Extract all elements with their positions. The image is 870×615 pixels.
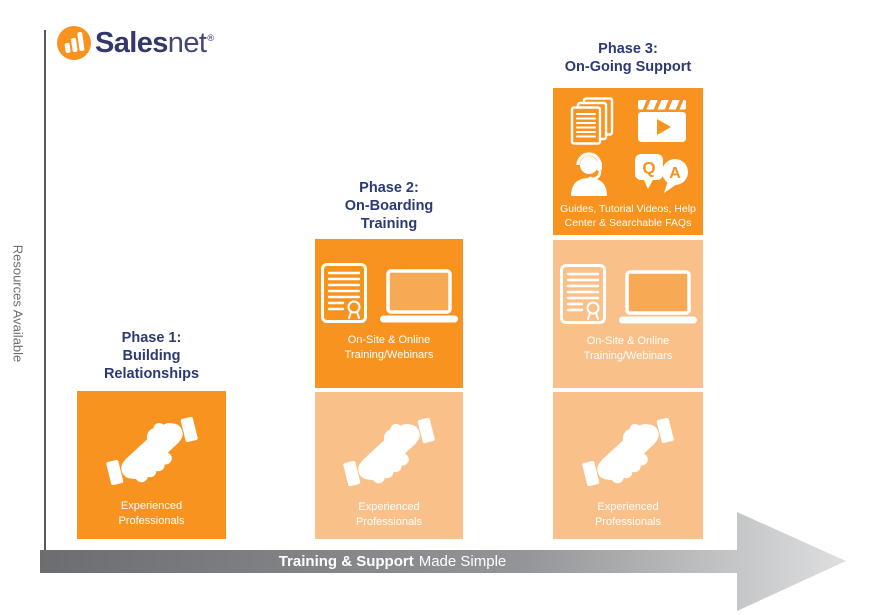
certificate-document-icon <box>320 263 367 323</box>
laptop-icon <box>379 269 458 323</box>
documents-stack-icon <box>570 97 614 145</box>
block-caption: On-Site & Online Training/Webinars <box>344 334 434 361</box>
y-axis-line <box>44 30 46 552</box>
phase-3-block-support-resources: Q A Guides, Tutorial Videos, Help Center… <box>553 88 703 235</box>
certificate-document-icon <box>559 264 606 324</box>
block-caption: Experienced Professionals <box>118 500 185 527</box>
logo-word-net: net <box>167 26 207 59</box>
qa-bubbles-icon: Q A <box>635 154 688 193</box>
logo-wordmark: Salesnet® <box>95 26 214 60</box>
tutorial-video-icon <box>638 100 686 142</box>
svg-text:A: A <box>669 165 681 182</box>
laptop-icon <box>618 270 697 324</box>
phase-2-title-line: Phase 2: <box>359 180 419 196</box>
phase-1-title-line: Phase 1: <box>121 330 182 346</box>
phase-2-title-line: Training <box>360 216 418 232</box>
x-axis-label: Training & Support Made Simple <box>45 549 740 573</box>
x-axis-label-regular: Made Simple <box>418 552 507 570</box>
phase-1-title-line: Building <box>122 348 181 364</box>
phase-2-block-training: On-Site & Online Training/Webinars <box>315 239 463 388</box>
phase-3-title: Phase 3: On-Going Support <box>543 40 713 76</box>
phase-1-block-experienced-professionals: Experienced Professionals <box>77 391 226 539</box>
phase-3-title-line: Phase 3: <box>598 41 658 57</box>
registered-mark: ® <box>207 32 214 43</box>
x-axis-arrow <box>40 512 846 611</box>
block-caption: Experienced Professionals <box>355 501 423 528</box>
block-caption: Guides, Tutorial Videos, Help Center & S… <box>560 203 696 229</box>
support-headset-icon <box>569 152 609 196</box>
salesnet-logo: Salesnet® <box>56 25 214 61</box>
block-caption: On-Site & Online Training/Webinars <box>583 335 673 362</box>
phase-1-title: Phase 1: Building Relationships <box>67 329 236 383</box>
block-caption: Experienced Professionals <box>594 501 662 528</box>
phase-2-title: Phase 2: On-Boarding Training <box>305 179 473 233</box>
handshake-icon <box>341 414 437 490</box>
phase-3-title-line: On-Going Support <box>564 59 692 75</box>
handshake-icon <box>104 413 200 489</box>
x-axis-label-bold: Training & Support <box>278 552 414 570</box>
y-axis-label: Resources Available <box>10 244 26 363</box>
phase-3-block-experienced-professionals: Experienced Professionals <box>553 392 703 539</box>
phase-2-block-experienced-professionals: Experienced Professionals <box>315 392 463 539</box>
handshake-icon <box>580 414 676 490</box>
phase-1-title-line: Relationships <box>103 366 200 382</box>
logo-word-sales: Sales <box>95 26 168 59</box>
phase-2-title-line: On-Boarding <box>344 198 434 214</box>
phase-3-block-training: On-Site & Online Training/Webinars <box>553 240 703 388</box>
bar-chart-circle-icon <box>57 26 91 60</box>
svg-text:Q: Q <box>642 159 655 178</box>
